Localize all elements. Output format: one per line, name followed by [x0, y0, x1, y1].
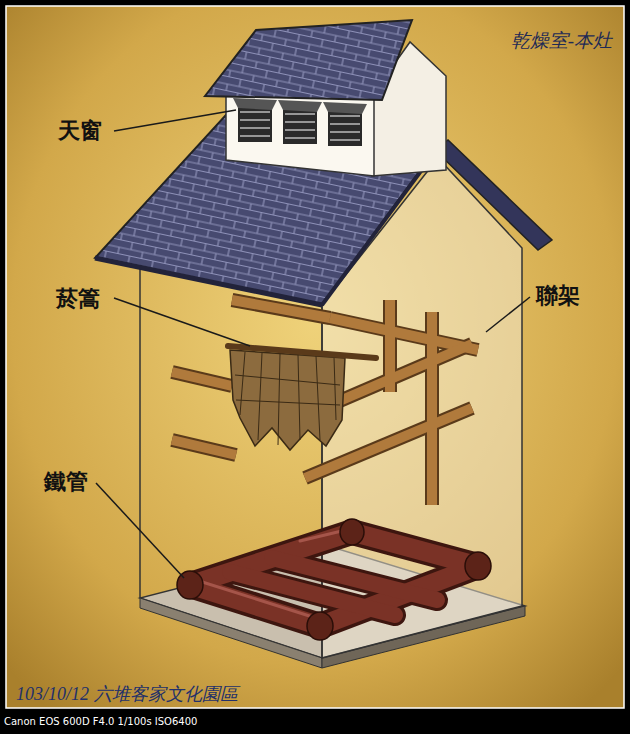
background	[6, 6, 624, 708]
iron-pipes	[177, 519, 491, 640]
leader-lines	[96, 110, 530, 578]
part-label: 鐵管	[44, 467, 88, 497]
dormer-front	[226, 88, 374, 176]
dormer-roof	[205, 20, 412, 100]
caption: 103/10/12 六堆客家文化園區	[16, 682, 238, 706]
camera-info: Canon EOS 600D F4.0 1/100s ISO6400	[4, 716, 197, 727]
wall-edge	[139, 266, 141, 598]
timber-frame	[172, 300, 478, 505]
skylight-windows	[233, 98, 367, 146]
part-label: 聯架	[536, 281, 580, 311]
title: 乾燥室-本灶	[511, 28, 612, 54]
part-label: 天窗	[58, 116, 102, 146]
roof-eave	[95, 258, 322, 305]
tobacco-leaves	[228, 346, 376, 450]
part-label: 菸篙	[56, 284, 100, 314]
roof-edge	[435, 140, 552, 250]
